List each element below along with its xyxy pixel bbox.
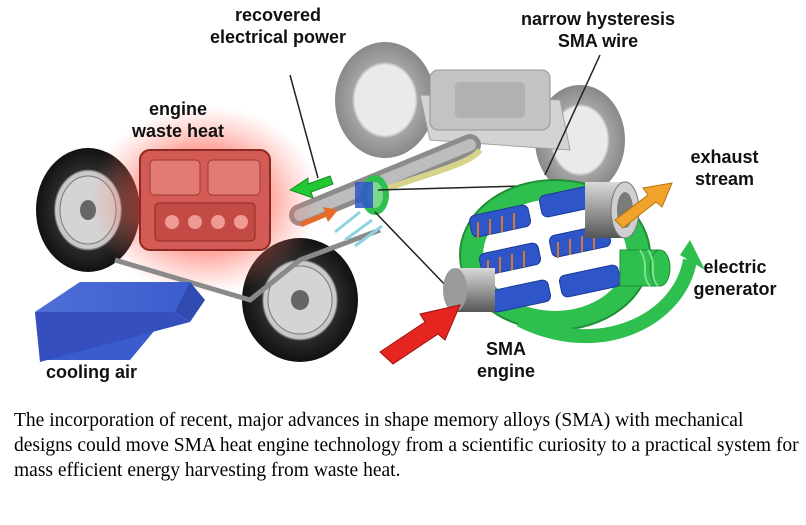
label-line: engine (148, 99, 207, 119)
engine-block (90, 105, 320, 295)
label-exhaust: exhaust stream (677, 146, 772, 190)
label-line: engine (476, 361, 535, 381)
label-recovered-power: recovered electrical power (193, 4, 363, 48)
label-sma-engine: SMA engine (466, 338, 546, 382)
label-generator: electric generator (682, 256, 788, 300)
label-line: electrical power (209, 27, 347, 47)
label-line: generator (693, 279, 777, 299)
label-cooling-air: cooling air (46, 362, 138, 382)
electric-generator (619, 249, 671, 287)
label-line: SMA (486, 339, 526, 359)
sma-engine-assembly (443, 179, 705, 343)
label-line: waste heat (131, 121, 225, 141)
shaft-sma-coil (355, 175, 389, 215)
caption: The incorporation of recent, major advan… (14, 410, 799, 481)
chassis-frame (114, 227, 381, 303)
label-waste-heat: engine waste heat (118, 98, 238, 142)
rear-left-wheel (335, 42, 435, 158)
label-line: stream (694, 169, 755, 189)
label-line: electric (703, 257, 767, 277)
coil-windings (477, 213, 595, 276)
label-line: SMA wire (557, 31, 639, 51)
label-line: narrow hysteresis (520, 9, 676, 29)
label-line: exhaust (690, 147, 759, 167)
hot-inflow-arrow (379, 304, 461, 365)
leader-lines (289, 54, 601, 291)
sma-diagram (35, 42, 705, 365)
recovered-power-arrow (288, 175, 334, 199)
label-sma-wire: narrow hysteresis SMA wire (498, 8, 698, 52)
hot-flow-arrow (300, 207, 338, 227)
cooling-air-arrow (35, 282, 205, 362)
label-line: recovered (234, 5, 322, 25)
exhaust-arrow (614, 182, 673, 229)
rear-chassis (335, 42, 625, 195)
diagram-canvas (35, 42, 705, 365)
